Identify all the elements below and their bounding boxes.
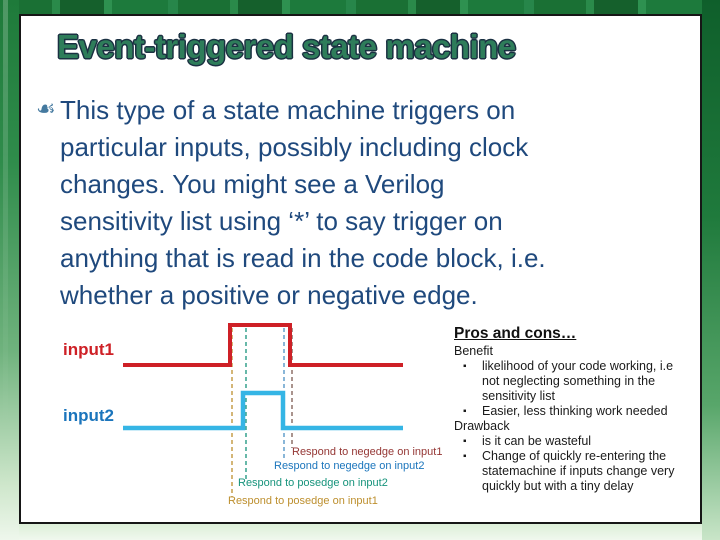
- signal-label-input1: input1: [63, 340, 114, 359]
- input1-waveform: [123, 323, 403, 367]
- slide-title: Event-triggered state machine: [57, 28, 516, 65]
- benefit-item-text: likelihood of your code working, i.e not…: [482, 359, 674, 403]
- benefit-item-text: Easier, less thinking work needed: [482, 404, 668, 418]
- annotation-posedge-input2: Respond to posedge on input2: [238, 477, 388, 489]
- frame-left-highlight: [3, 0, 8, 540]
- benefit-item-row: ▪ Easier, less thinking work needed: [454, 404, 708, 419]
- square-bullet-icon: ▪: [463, 406, 467, 417]
- pros-cons-panel: Pros and cons… Benefit ▪ likelihood of y…: [454, 326, 708, 494]
- benefit-label: Benefit: [454, 344, 493, 358]
- drawback-item-row: ▪ Change of quickly re-entering the stat…: [454, 449, 708, 494]
- slide-canvas: Event-triggered state machine ☙ This typ…: [19, 14, 702, 524]
- drawback-label: Drawback: [454, 419, 510, 433]
- signal-label-input2: input2: [63, 406, 114, 425]
- square-bullet-icon: ▪: [463, 361, 467, 372]
- benefit-item-row: ▪ likelihood of your code working, i.e n…: [454, 359, 708, 404]
- drawback-item-text: is it can be wasteful: [482, 434, 592, 448]
- timing-diagram: [123, 323, 403, 497]
- floral-bullet-icon: ☙: [36, 96, 56, 121]
- input2-waveform: [123, 390, 403, 431]
- annotation-negedge-input2: Respond to negedge on input2: [274, 460, 425, 472]
- frame-top-stripes: [0, 0, 720, 14]
- annotation-posedge-input1: Respond to posedge on input1: [228, 495, 378, 507]
- annotation-negedge-input1: Respond to negedge on input1: [292, 446, 443, 458]
- drawback-item-text: Change of quickly re-entering the statem…: [482, 449, 675, 493]
- drawback-item-row: ▪ is it can be wasteful: [454, 434, 708, 449]
- square-bullet-icon: ▪: [463, 451, 467, 462]
- frame-right-bar: [702, 0, 720, 540]
- frame-left-bar: [0, 0, 19, 540]
- body-paragraph: This type of a state machine triggers on…: [60, 95, 546, 310]
- square-bullet-icon: ▪: [463, 436, 467, 447]
- pros-cons-heading: Pros and cons…: [454, 325, 577, 342]
- frame-bottom-strip: [19, 524, 702, 540]
